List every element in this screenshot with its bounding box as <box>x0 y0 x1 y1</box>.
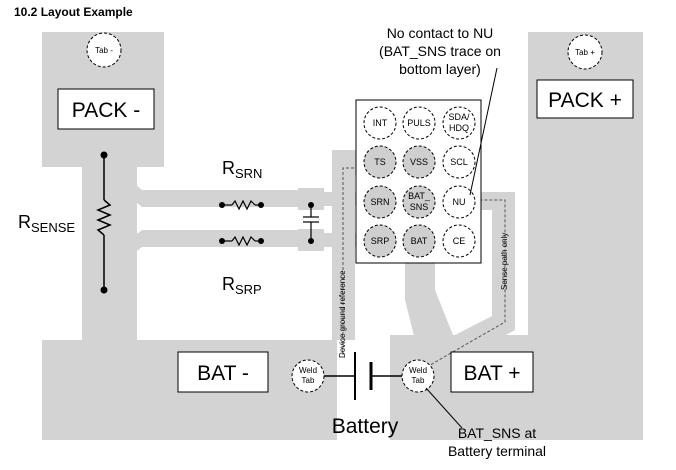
svg-text:Weld: Weld <box>409 366 427 375</box>
svg-text:SRP: SRP <box>235 282 262 297</box>
svg-text:SENSE: SENSE <box>31 220 75 235</box>
pin-vss: VSS <box>402 145 436 179</box>
pack-minus-box: PACK - <box>57 88 155 130</box>
svg-text:bottom layer): bottom layer) <box>399 61 481 77</box>
svg-text:SDA/: SDA/ <box>448 112 470 122</box>
svg-text:SRN: SRN <box>370 197 389 207</box>
battery-symbol <box>322 352 402 400</box>
pin-bat: BAT <box>402 224 436 258</box>
svg-text:R: R <box>18 212 31 232</box>
pin-ts: TS <box>363 145 397 179</box>
weld-tab-right: Weld Tab <box>401 359 435 393</box>
svg-text:PULS: PULS <box>407 118 431 128</box>
svg-text:Tab +: Tab + <box>575 48 595 57</box>
r-srn-node-right <box>258 202 264 208</box>
svg-text:BAT -: BAT - <box>197 362 249 385</box>
svg-text:Battery terminal: Battery terminal <box>448 443 546 459</box>
weld-tab-left: Weld Tab <box>291 359 325 393</box>
r-srn-node-left <box>219 202 225 208</box>
svg-text:Tab: Tab <box>412 376 425 385</box>
svg-text:Weld: Weld <box>299 366 317 375</box>
pin-puls: PULS <box>402 106 436 140</box>
pin-bat-sns: BAT_ SNS <box>402 185 436 219</box>
pin-scl: SCL <box>442 145 476 179</box>
cap-node-bottom <box>308 238 314 244</box>
sense-path-outline <box>417 199 506 373</box>
tab-minus: Tab - <box>86 32 122 68</box>
r-sense-resistor <box>96 155 112 290</box>
svg-text:SRN: SRN <box>235 166 262 181</box>
copper-trace-bat <box>405 245 455 340</box>
svg-text:SCL: SCL <box>450 157 468 167</box>
pin-srn: SRN <box>363 185 397 219</box>
pin-sda-hdq: SDA/ HDQ <box>442 106 476 140</box>
r-srn-label: R SRN <box>222 158 262 181</box>
trace-outlines <box>342 167 506 373</box>
svg-text:BAT: BAT <box>411 236 428 246</box>
pin-srp: SRP <box>363 224 397 258</box>
copper-trace-srp <box>118 230 305 266</box>
pin-nu: NU <box>442 185 476 219</box>
svg-text:BAT_: BAT_ <box>408 191 431 201</box>
cap-node-top <box>308 202 314 208</box>
ic-pins: INT PULS SDA/ HDQ TS VSS SCL SRN <box>363 106 476 258</box>
nu-note: No contact to NU (BAT_SNS trace on botto… <box>379 25 501 77</box>
svg-text:NU: NU <box>453 197 466 207</box>
pin-int: INT <box>363 106 397 140</box>
svg-text:CE: CE <box>453 236 466 246</box>
r-srp-node-left <box>219 238 225 244</box>
filter-capacitor <box>303 205 319 241</box>
svg-text:BAT +: BAT + <box>463 362 520 385</box>
svg-text:PACK -: PACK - <box>72 99 140 122</box>
ground-ref-outline <box>342 167 405 355</box>
r-srp-label: R SRP <box>222 274 262 297</box>
svg-text:R: R <box>222 158 235 178</box>
svg-text:SNS: SNS <box>410 202 429 212</box>
svg-text:VSS: VSS <box>410 157 428 167</box>
pin-ce: CE <box>442 224 476 258</box>
sense-path-only-label: Sense path only <box>500 233 509 290</box>
bat-minus-box: BAT - <box>177 351 269 393</box>
svg-text:TS: TS <box>374 157 386 167</box>
svg-text:Tab: Tab <box>302 376 315 385</box>
tab-plus: Tab + <box>567 34 603 70</box>
r-sense-node-bottom <box>100 286 108 294</box>
pack-plus-box: PACK + <box>536 79 634 119</box>
svg-text:SRP: SRP <box>371 236 390 246</box>
section-title: 10.2 Layout Example <box>14 5 133 19</box>
svg-text:BAT_SNS at: BAT_SNS at <box>458 425 536 441</box>
svg-text:INT: INT <box>373 118 388 128</box>
device-ground-reference-label: Device ground reference <box>338 270 347 358</box>
copper-trace-srn <box>118 170 305 207</box>
svg-text:HDQ: HDQ <box>449 123 469 133</box>
svg-text:Tab -: Tab - <box>95 46 113 55</box>
battery-label: Battery <box>332 415 399 438</box>
svg-text:(BAT_SNS trace on: (BAT_SNS trace on <box>379 43 501 59</box>
bat-sns-note-leader <box>425 387 463 429</box>
nu-note-leader <box>469 67 498 196</box>
copper-pad-srn <box>298 188 324 210</box>
r-sense-node-top <box>100 151 108 159</box>
svg-text:No contact to NU: No contact to NU <box>387 25 494 41</box>
r-sense-label: R SENSE <box>18 212 75 235</box>
svg-text:R: R <box>222 274 235 294</box>
svg-text:PACK +: PACK + <box>548 89 622 112</box>
copper-trace-ground <box>332 150 415 340</box>
bat-sns-note: BAT_SNS at Battery terminal <box>448 425 546 459</box>
bat-plus-box: BAT + <box>450 351 534 393</box>
r-srp-node-right <box>258 238 264 244</box>
copper-trace-sense <box>420 192 515 372</box>
